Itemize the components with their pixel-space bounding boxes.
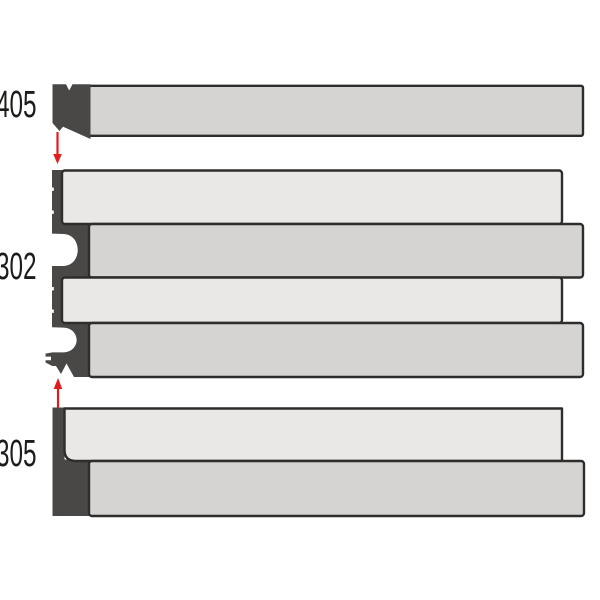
arrow-down-icon [53,132,62,164]
lower-edge-profile [52,407,90,516]
middle-assembly-group [45,169,585,409]
upper-panel-group [52,84,585,164]
upper-panel-board [87,84,585,138]
lower-board-bottom [87,459,586,518]
lower-panel-group [52,407,586,518]
ref-label-302: 302 [0,246,37,288]
ref-label-405: 405 [0,84,37,126]
middle-board-1 [60,169,564,226]
middle-board-3 [60,276,564,325]
middle-board-2 [87,222,585,279]
ref-label-305: 305 [0,433,37,475]
middle-board-4 [87,321,585,379]
lower-board-top [63,407,564,463]
arrow-up-icon [53,378,63,409]
upper-panel-edge-profile [52,84,91,139]
edge-tick-marks [50,187,54,313]
